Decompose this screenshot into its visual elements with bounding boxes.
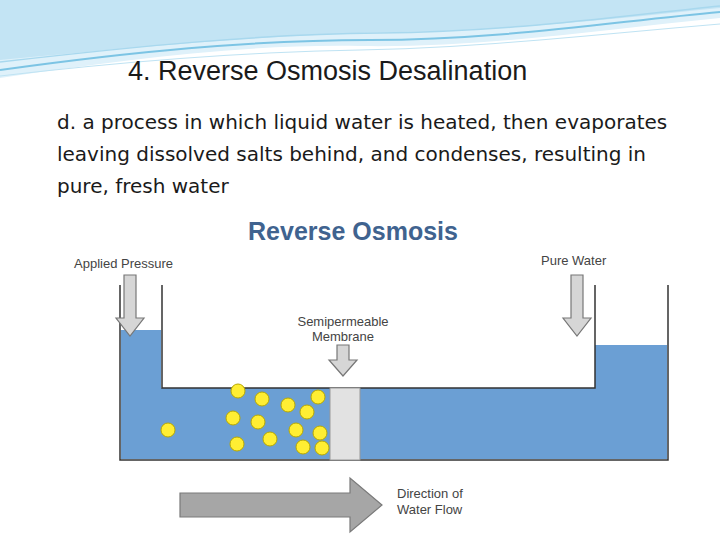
container-outer <box>120 285 668 460</box>
pressure-arrow <box>116 275 144 336</box>
pressure-label: Applied Pressure <box>74 256 214 271</box>
picture-frame <box>55 210 670 540</box>
membrane-label: Semipermeable Membrane <box>293 314 393 344</box>
body-text: d. a process in which liquid water is he… <box>57 106 687 202</box>
pure-water-label: Pure Water <box>541 253 641 268</box>
slide-title: 4. Reverse Osmosis Desalination <box>128 56 688 87</box>
water <box>121 330 667 459</box>
flow-label: Direction of Water Flow <box>397 486 479 518</box>
flow-arrow <box>180 478 382 532</box>
container-inner <box>162 285 595 388</box>
salt-particles <box>161 384 329 455</box>
header-wave <box>0 0 720 60</box>
figure-heading: Reverse Osmosis <box>200 216 506 246</box>
pure-water-arrow <box>563 275 591 336</box>
membrane-pointer <box>329 345 357 376</box>
membrane <box>330 388 360 460</box>
